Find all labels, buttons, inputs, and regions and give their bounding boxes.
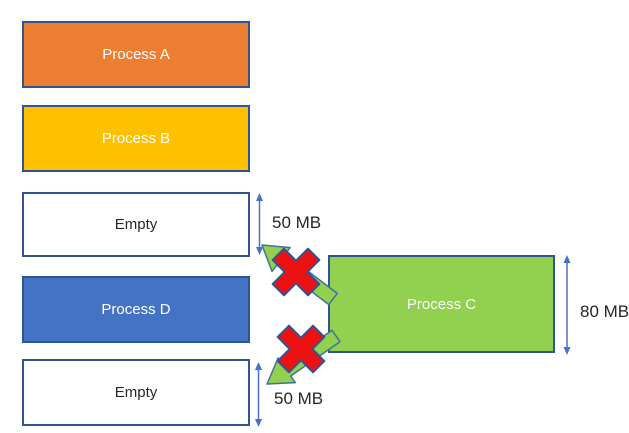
memory-block-empty-top: Empty	[22, 192, 250, 257]
size-label-empty-bottom: 50 MB	[274, 389, 324, 408]
memory-block-label: Empty	[114, 384, 158, 401]
memory-block-label: Process A	[102, 46, 170, 63]
memory-block-process-b: Process B	[22, 105, 250, 172]
measure-arrow-empty-top	[256, 193, 263, 255]
measure-arrow-empty-bottom	[255, 362, 262, 427]
memory-block-empty-bottom: Empty	[22, 359, 250, 426]
x-mark-icon	[271, 247, 321, 297]
move-arrow-to-empty-top	[261, 244, 338, 306]
size-label-empty-top: 50 MB	[272, 213, 322, 232]
memory-block-label: Process D	[101, 301, 171, 318]
memory-block-process-a: Process A	[22, 21, 250, 88]
memory-block-process-c: Process C	[328, 255, 555, 353]
memory-block-label: Empty	[114, 216, 158, 233]
memory-block-label: Process C	[406, 295, 477, 313]
size-label-process-c: 80 MB	[580, 302, 629, 321]
x-mark-icon	[276, 324, 326, 374]
memory-block-process-d: Process D	[22, 276, 250, 343]
memory-block-label: Process B	[101, 130, 171, 147]
measure-arrow-process-c	[563, 255, 571, 355]
